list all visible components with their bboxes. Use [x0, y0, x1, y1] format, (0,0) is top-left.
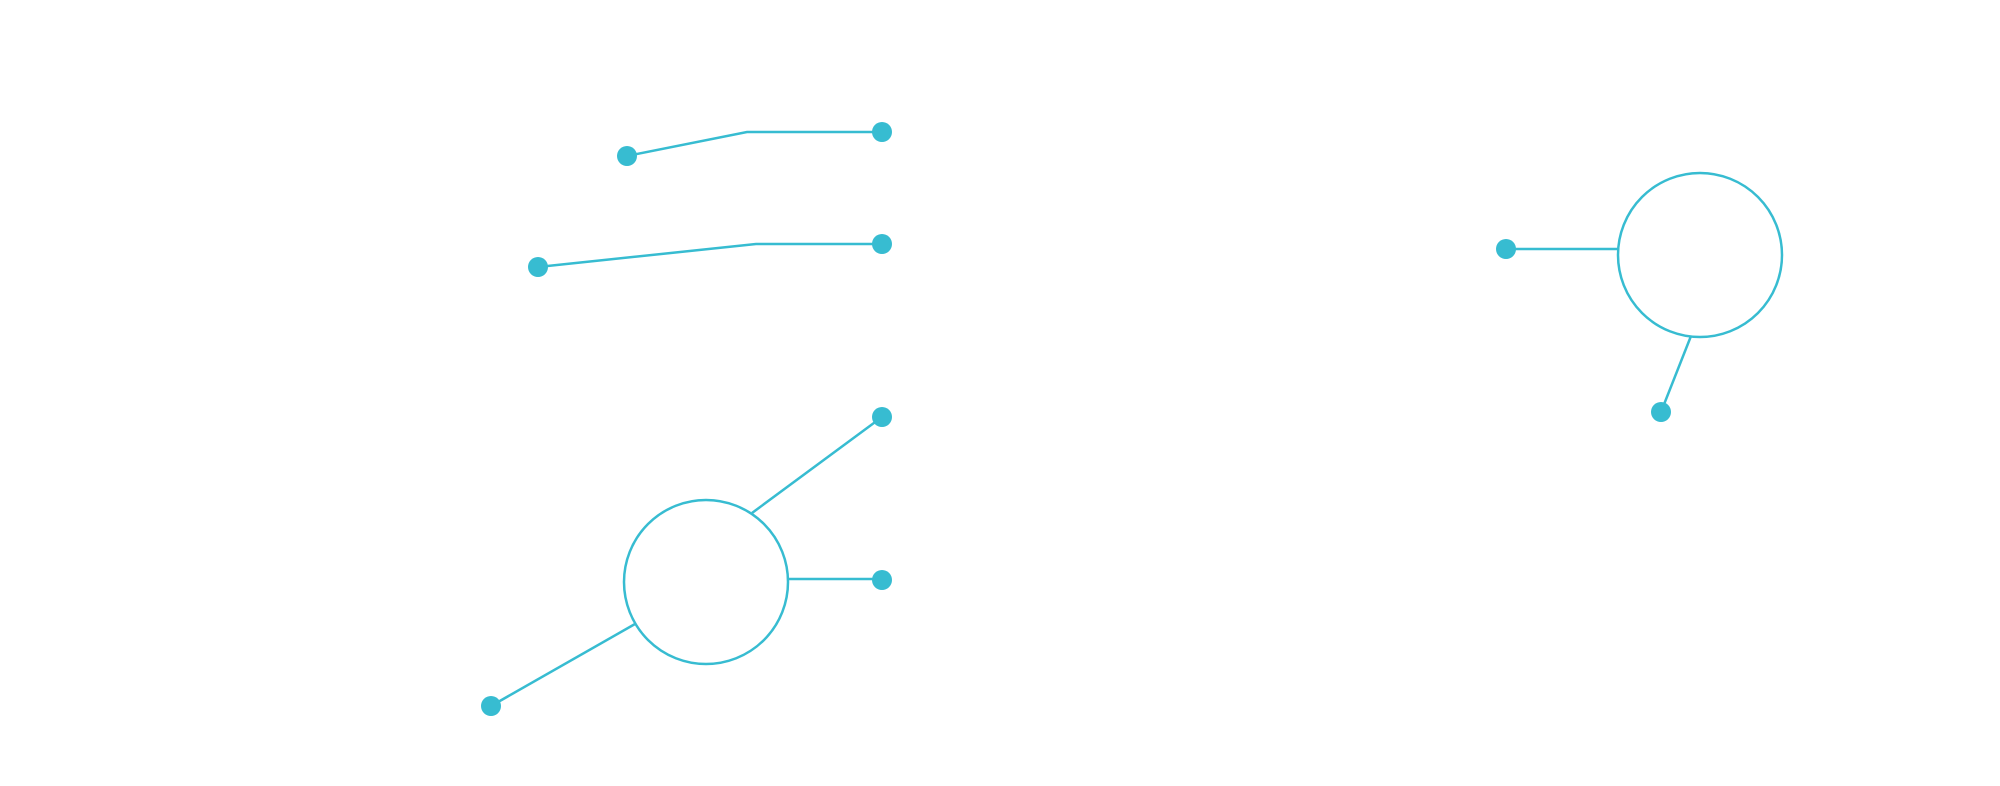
hub-left-circle: [622, 498, 790, 666]
connector-2-line: [537, 242, 882, 269]
hub-right-circle: [1616, 171, 1784, 339]
hub-left: [481, 407, 892, 716]
connector-1-line: [626, 130, 882, 158]
hub-right-dot-left: [1496, 239, 1516, 259]
connector-1: [617, 122, 892, 166]
hub-right-dot-lower: [1651, 402, 1671, 422]
connector-2-start-dot: [528, 257, 548, 277]
connector-1-start-dot: [617, 146, 637, 166]
hub-right: [1496, 171, 1784, 422]
connector-2: [528, 234, 892, 277]
connector-1-end-dot: [872, 122, 892, 142]
hub-left-dot-lower: [481, 696, 501, 716]
hub-left-dot-upper: [872, 407, 892, 427]
hub-left-dot-right: [872, 570, 892, 590]
hub-left-spoke-upper: [751, 415, 883, 515]
hub-left-spoke-lower: [490, 622, 636, 708]
hub-right-spoke-lower: [1659, 335, 1693, 413]
connector-2-end-dot: [872, 234, 892, 254]
